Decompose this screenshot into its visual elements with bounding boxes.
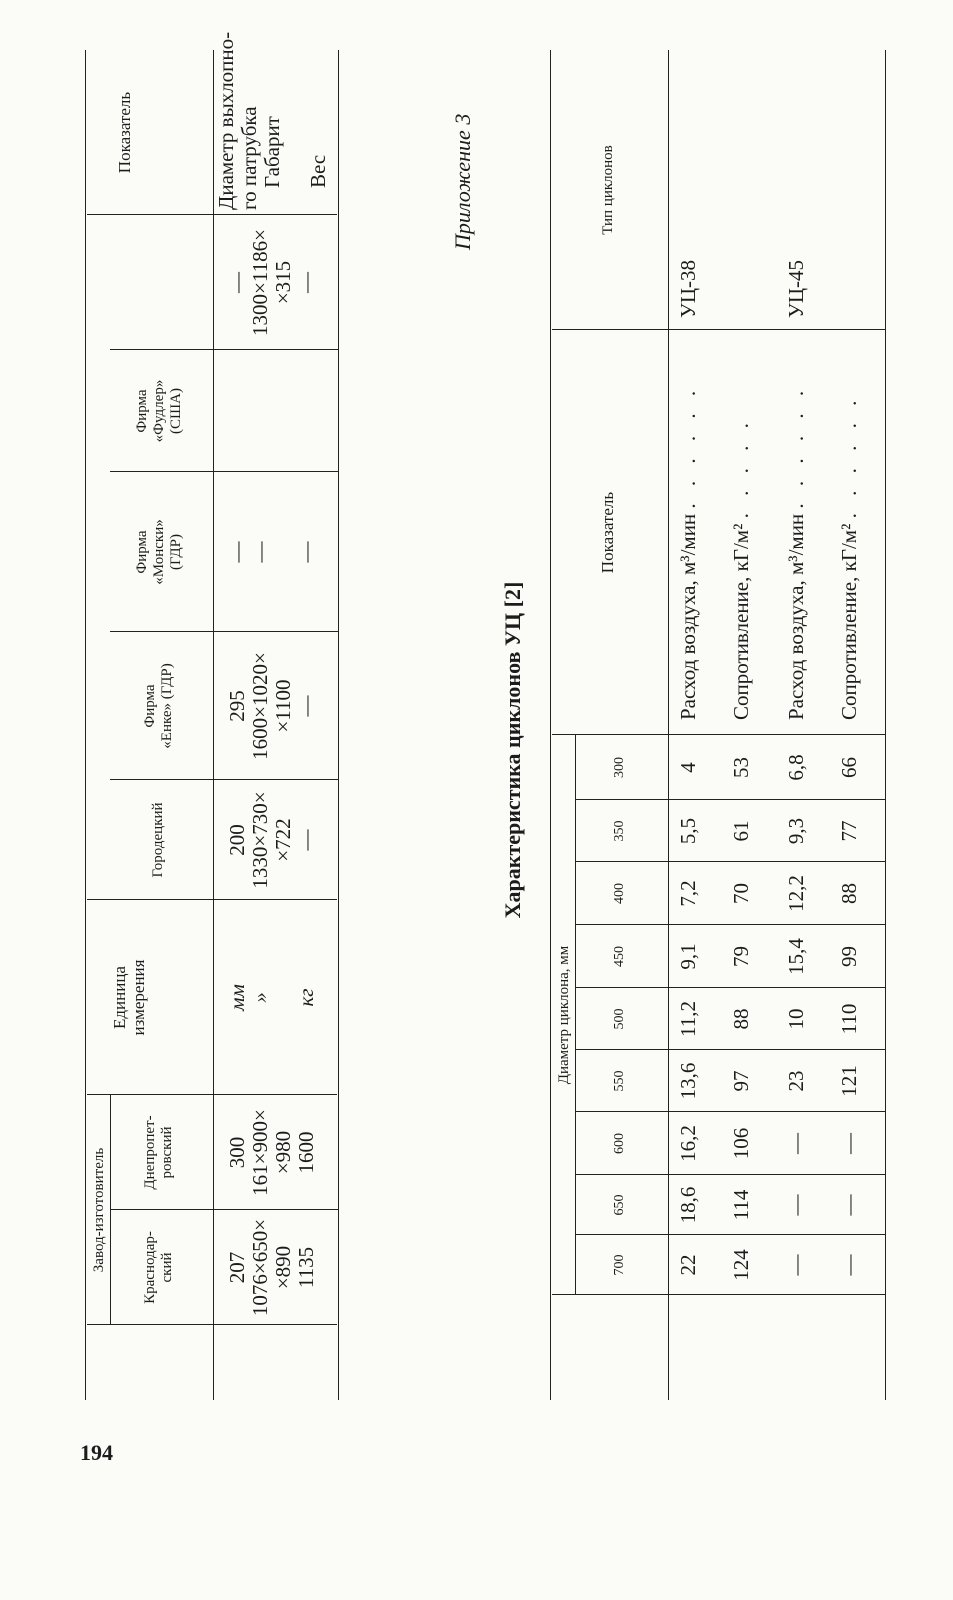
value-cell: 22 — [676, 1254, 700, 1276]
dia-400: 400 — [612, 883, 627, 904]
manufacturer-header-2: Днепропет- ровский — [142, 1115, 175, 1190]
dia-700: 700 — [612, 1254, 627, 1276]
value-cell: 99 — [837, 946, 861, 967]
value-cell: 5,5 — [676, 817, 700, 845]
row-label-uc38-airflow: Расход воздуха, м³/мин . . . . . . — [676, 384, 700, 720]
table1-header-indicator: Показатель — [115, 91, 134, 174]
dia-600: 600 — [612, 1133, 627, 1154]
manufacturer-header-3: Городецкий — [150, 802, 166, 878]
value-cell: 121 — [837, 1065, 861, 1097]
cell-enke: 295 1600×1020× ×1100 — — [225, 652, 318, 760]
table1-group-header: Завод-изготовитель — [91, 1147, 107, 1273]
value-cell: 15,4 — [784, 938, 808, 975]
value-cell: 97 — [729, 1070, 753, 1092]
type-uc45: УЦ-45 — [784, 259, 808, 318]
row-label-uc38-resistance: Сопротивление, кГ/м² . . . . . — [729, 417, 753, 720]
manufacturer-header-5: Фирма «Монски» (ГДР) — [134, 519, 184, 585]
value-cell: 18,6 — [676, 1186, 700, 1224]
value-cell: 6,8 — [784, 754, 808, 781]
dia-500: 500 — [612, 1008, 627, 1030]
value-cell: 9,1 — [676, 943, 700, 970]
value-cell: 70 — [729, 883, 753, 904]
value-cell: — — [784, 1133, 808, 1154]
value-cell: 66 — [837, 757, 861, 778]
dia-300: 300 — [612, 757, 627, 778]
value-cell: 9,3 — [784, 817, 808, 845]
value-cell: 23 — [784, 1070, 808, 1092]
value-cell: 88 — [729, 1008, 753, 1030]
cell-fudler: — 1300×1186× ×315 — — [225, 229, 318, 336]
value-cell: — — [784, 1254, 808, 1276]
cell-monski: — — — — [225, 541, 318, 563]
row-label-uc45-airflow: Расход воздуха, м³/мин . . . . . . — [784, 384, 808, 720]
value-cell: 16,2 — [676, 1125, 700, 1162]
dia-450: 450 — [612, 946, 627, 967]
value-cell: 61 — [729, 820, 753, 842]
value-cell: 4 — [676, 762, 700, 773]
manufacturer-header-4: Фирма «Енке» (ГДР) — [142, 663, 175, 749]
dia-350: 350 — [612, 820, 627, 842]
value-cell: 10 — [784, 1008, 808, 1030]
value-cell: — — [784, 1194, 808, 1216]
manufacturer-header-1: Краснодар- ский — [142, 1231, 175, 1304]
unit-values: мм » кг — [225, 984, 318, 1011]
dia-550: 550 — [612, 1070, 627, 1092]
type-uc38: УЦ-38 — [676, 259, 700, 318]
value-cell: — — [837, 1133, 861, 1154]
value-cell: 53 — [729, 757, 753, 778]
manufacturer-header-6: Фирма «Фудлер» (США) — [134, 379, 184, 443]
value-cell: — — [837, 1254, 861, 1276]
value-cell: 13,6 — [676, 1062, 700, 1100]
cell-krasnodar: 207 1076×650× ×890 1135 — [225, 1218, 318, 1317]
value-cell: 7,2 — [676, 880, 700, 907]
appendix-label: Приложение 3 — [450, 113, 475, 250]
diameter-header: Диаметр циклона, мм — [556, 945, 572, 1085]
cell-gorodetsky: 200 1330×730× ×722 — — [225, 791, 318, 889]
value-cell: 11,2 — [676, 1001, 700, 1037]
dia-650: 650 — [612, 1194, 627, 1216]
value-cell: 79 — [729, 946, 753, 967]
row-label-uc45-resistance: Сопротивление, кГ/м² . . . . . . — [837, 394, 861, 720]
value-cell: 114 — [729, 1189, 753, 1221]
row-label-diameter: Диаметр выхлопно- го патрубка Габарит Ве… — [214, 31, 330, 210]
cell-dnepropetrovsk: 300 161×900× ×980 1600 — [225, 1109, 318, 1196]
value-cell: 106 — [729, 1127, 753, 1160]
value-cell: 110 — [837, 1003, 861, 1035]
page-number: 194 — [80, 1440, 113, 1465]
table1-header-unit: Единица измерения — [110, 959, 148, 1036]
table2-title: Характеристика циклонов УЦ [2] — [500, 581, 525, 919]
value-cell: 124 — [729, 1249, 753, 1281]
value-cell: 88 — [837, 883, 861, 904]
table2-header-type: Тип циклонов — [600, 145, 616, 235]
value-cell: 77 — [837, 820, 861, 842]
value-cell: — — [837, 1194, 861, 1216]
table2-header-indicator: Показатель — [598, 491, 617, 574]
value-cell: 12,2 — [784, 875, 808, 912]
